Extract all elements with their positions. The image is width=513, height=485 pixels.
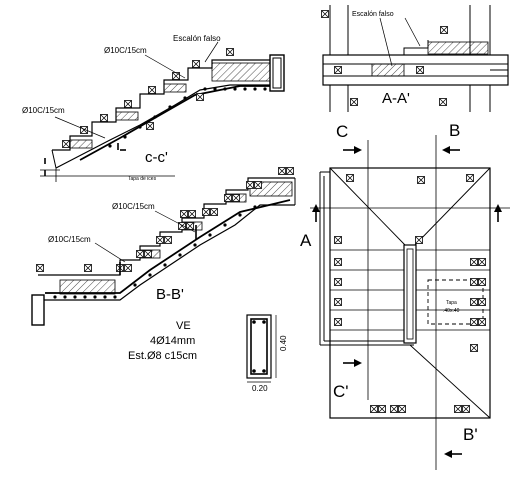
plan-label-b-prime: B' bbox=[463, 425, 478, 444]
wall-bb bbox=[31, 294, 45, 326]
arrow-icon bbox=[343, 359, 362, 367]
section-bb: Ø10C/15cm Ø10C/15cm B-B' bbox=[31, 168, 296, 326]
landing-hatch-bb bbox=[59, 279, 116, 295]
beam-ve-detail: VE 4Ø14mm Est.Ø8 c15cm 0.40 0.20 bbox=[128, 314, 288, 393]
label-rebar-4: Ø10C/15cm bbox=[48, 235, 91, 244]
arrow-icon bbox=[343, 146, 362, 154]
label-ve-stirrups: Est.Ø8 c15cm bbox=[128, 350, 197, 362]
rebar-dots-cc bbox=[108, 87, 267, 148]
arrow-icon bbox=[444, 450, 462, 458]
title-section-aa: A-A' bbox=[382, 90, 410, 107]
plan-label-a: A bbox=[300, 231, 312, 250]
plan-note-line1: Tapa bbox=[446, 300, 457, 306]
label-ve-height: 0.40 bbox=[279, 335, 288, 351]
arrow-icon bbox=[494, 204, 502, 222]
escalon-falso-hatch bbox=[211, 62, 271, 82]
escalon-falso-hatch-aa bbox=[371, 63, 405, 77]
label-ve: VE bbox=[176, 320, 191, 332]
section-cc: Escalón falso Ø10C/15cm Ø10C/15cm c-c' T… bbox=[22, 34, 285, 182]
label-ve-main-bars: 4Ø14mm bbox=[150, 335, 195, 347]
plan-label-c-prime: C' bbox=[333, 382, 349, 401]
stair-plan: Tapa .40x.40 bbox=[300, 121, 510, 470]
label-escalon-falso: Escalón falso bbox=[173, 34, 221, 43]
label-rebar-3: Ø10C/15cm bbox=[112, 202, 155, 211]
rebar-dots-bb bbox=[53, 205, 257, 299]
plan-label-b: B bbox=[449, 121, 460, 140]
title-section-cc: c-c' bbox=[145, 149, 168, 166]
plan-outline bbox=[329, 167, 491, 419]
label-rebar-2: Ø10C/15cm bbox=[22, 106, 65, 115]
label-ve-width: 0.20 bbox=[252, 384, 268, 393]
label-escalon-falso-aa: Escalón falso bbox=[352, 11, 394, 18]
label-rebar-1: Ø10C/15cm bbox=[104, 46, 147, 55]
arrow-icon bbox=[442, 146, 460, 154]
wall-cc bbox=[269, 54, 285, 92]
central-wall bbox=[403, 244, 417, 344]
title-section-bb: B-B' bbox=[156, 286, 184, 303]
plan-note-line2: .40x.40 bbox=[443, 308, 460, 314]
label-tapa-de-ices: Tapa de ices bbox=[128, 176, 157, 182]
section-aa: Escalón falso A-A' bbox=[321, 5, 509, 112]
plan-label-c: C bbox=[336, 122, 348, 141]
arrow-icon bbox=[312, 204, 320, 222]
